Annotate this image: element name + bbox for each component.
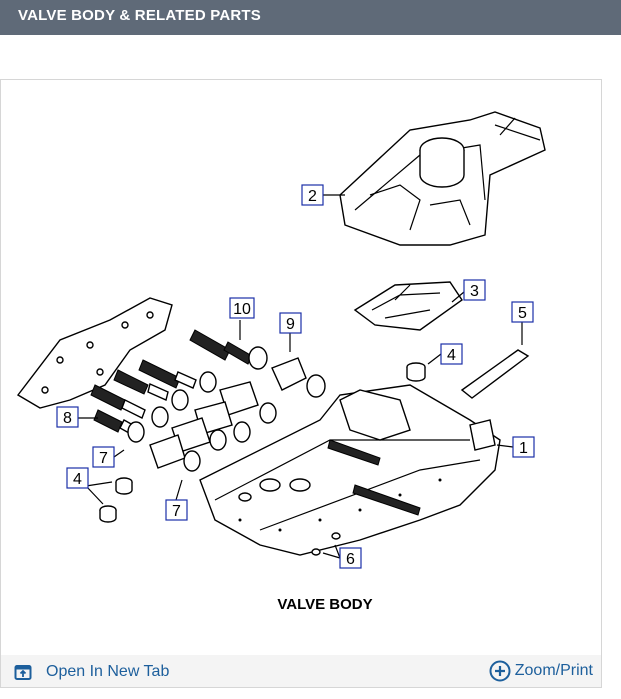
svg-text:1: 1 bbox=[519, 440, 528, 457]
svg-text:5: 5 bbox=[518, 305, 527, 322]
callout-3: 3 bbox=[463, 279, 486, 301]
svg-text:4: 4 bbox=[73, 471, 82, 488]
callout-4-lower: 4 bbox=[66, 467, 89, 489]
svg-text:8: 8 bbox=[63, 410, 72, 427]
open-new-tab-label: Open In New Tab bbox=[46, 663, 170, 680]
open-new-tab-link[interactable]: Open In New Tab bbox=[14, 661, 169, 683]
callout-2: 2 bbox=[301, 184, 324, 206]
svg-text:6: 6 bbox=[346, 551, 355, 568]
callout-1: 1 bbox=[512, 436, 535, 458]
callout-10: 10 bbox=[229, 297, 255, 319]
part-6-balls bbox=[311, 532, 341, 556]
svg-text:4: 4 bbox=[447, 347, 456, 364]
part-4-seats-lower bbox=[99, 477, 133, 523]
svg-text:9: 9 bbox=[286, 316, 295, 333]
callout-7-lower: 7 bbox=[165, 499, 188, 521]
plus-circle-icon bbox=[489, 660, 511, 682]
svg-text:3: 3 bbox=[470, 283, 479, 300]
page-header: VALVE BODY & RELATED PARTS bbox=[0, 0, 621, 35]
callout-8: 8 bbox=[56, 406, 79, 428]
svg-text:10: 10 bbox=[233, 301, 251, 318]
svg-text:7: 7 bbox=[99, 450, 108, 467]
zoom-print-link[interactable]: Zoom/Print bbox=[489, 659, 593, 683]
callout-4-upper: 4 bbox=[440, 343, 463, 365]
part-3-plate bbox=[353, 281, 463, 331]
gasket-plate bbox=[16, 297, 173, 409]
callout-5: 5 bbox=[511, 301, 534, 323]
part-2-cover bbox=[339, 111, 546, 246]
part-4-seat-upper bbox=[406, 362, 426, 382]
callout-leaders bbox=[78, 194, 523, 559]
svg-text:2: 2 bbox=[308, 188, 317, 205]
diagram-caption: VALVE BODY bbox=[277, 596, 372, 613]
page-title: VALVE BODY & RELATED PARTS bbox=[18, 7, 261, 24]
callout-6: 6 bbox=[339, 547, 362, 569]
zoom-print-label: Zoom/Print bbox=[514, 662, 593, 679]
callout-7-upper: 7 bbox=[92, 446, 115, 468]
open-new-tab-icon bbox=[14, 665, 32, 680]
main-valve-body bbox=[199, 384, 501, 556]
part-5-bracket bbox=[460, 349, 530, 399]
callout-9: 9 bbox=[279, 312, 302, 334]
svg-text:7: 7 bbox=[172, 503, 181, 520]
valves-and-seals bbox=[90, 329, 326, 472]
